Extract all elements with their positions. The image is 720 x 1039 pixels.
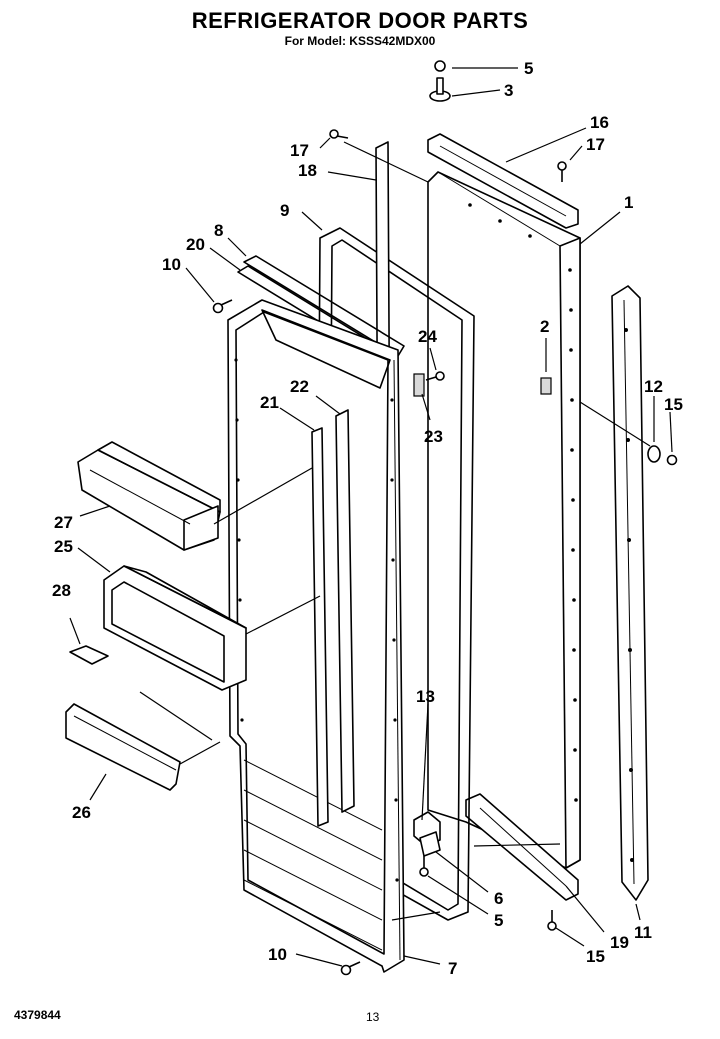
callout-13: 13 — [416, 687, 435, 706]
bottom-trim-strip-part — [465, 793, 579, 901]
clip-2-part — [540, 377, 552, 395]
clip-23-part — [413, 373, 425, 397]
callout-labels: 5 3 16 17 17 18 1 9 8 20 10 2 24 12 15 2… — [52, 59, 683, 978]
callout-3: 3 — [504, 81, 513, 100]
callout-19: 19 — [610, 933, 629, 952]
callout-6: 6 — [494, 889, 503, 908]
model-subtitle: For Model: KSSS42MDX00 — [284, 34, 436, 48]
lower-hinge-part — [413, 811, 441, 857]
screw-15-right-part — [666, 454, 678, 466]
callout-5: 5 — [524, 59, 533, 78]
screw-5-hinge-part — [419, 856, 429, 877]
callout-20: 20 — [186, 235, 205, 254]
door-bin-part — [77, 441, 221, 551]
washer-12-part — [647, 445, 661, 463]
callout-15: 15 — [664, 395, 683, 414]
outer-door-panel-part — [427, 171, 581, 869]
callout-23: 23 — [424, 427, 443, 446]
screw-24-part — [425, 371, 445, 381]
callout-10: 10 — [162, 255, 181, 274]
callout-10: 10 — [268, 945, 287, 964]
callout-16: 16 — [590, 113, 609, 132]
callout-9: 9 — [280, 201, 289, 220]
callout-1: 1 — [624, 193, 633, 212]
dispenser-housing-part — [103, 565, 247, 691]
dispenser-trim-part — [65, 703, 181, 791]
drip-pad-part — [69, 645, 109, 665]
callout-15: 15 — [586, 947, 605, 966]
handle-trim-part — [611, 285, 649, 901]
screw-17-right-part — [557, 161, 567, 182]
right-shelf-rail-part — [335, 409, 355, 813]
page-title: REFRIGERATOR DOOR PARTS — [191, 8, 529, 33]
screw-17-top-part — [329, 129, 349, 139]
callout-24: 24 — [418, 327, 437, 346]
callout-17: 17 — [290, 141, 309, 160]
left-shelf-rail-part — [311, 427, 329, 827]
callout-22: 22 — [290, 377, 309, 396]
callout-5: 5 — [494, 911, 503, 930]
leader-lines — [69, 67, 673, 967]
top-hinge-part — [429, 60, 451, 102]
callout-25: 25 — [54, 537, 73, 556]
callout-2: 2 — [540, 317, 549, 336]
callout-8: 8 — [214, 221, 223, 240]
callout-11: 11 — [634, 923, 652, 942]
screw-10-bottom-part — [340, 961, 361, 976]
callout-26: 26 — [72, 803, 91, 822]
callout-18: 18 — [298, 161, 317, 180]
screw-15-bottom-part — [547, 910, 557, 931]
callout-21: 21 — [260, 393, 279, 412]
callout-12: 12 — [644, 377, 663, 396]
screw-10-top-part — [212, 299, 233, 314]
callout-17: 17 — [586, 135, 605, 154]
top-trim-bracket-part — [427, 133, 579, 229]
callout-28: 28 — [52, 581, 71, 600]
callout-27: 27 — [54, 513, 73, 532]
document-number: 4379844 — [14, 1008, 61, 1022]
callout-7: 7 — [448, 959, 457, 978]
page-number: 13 — [366, 1010, 380, 1024]
